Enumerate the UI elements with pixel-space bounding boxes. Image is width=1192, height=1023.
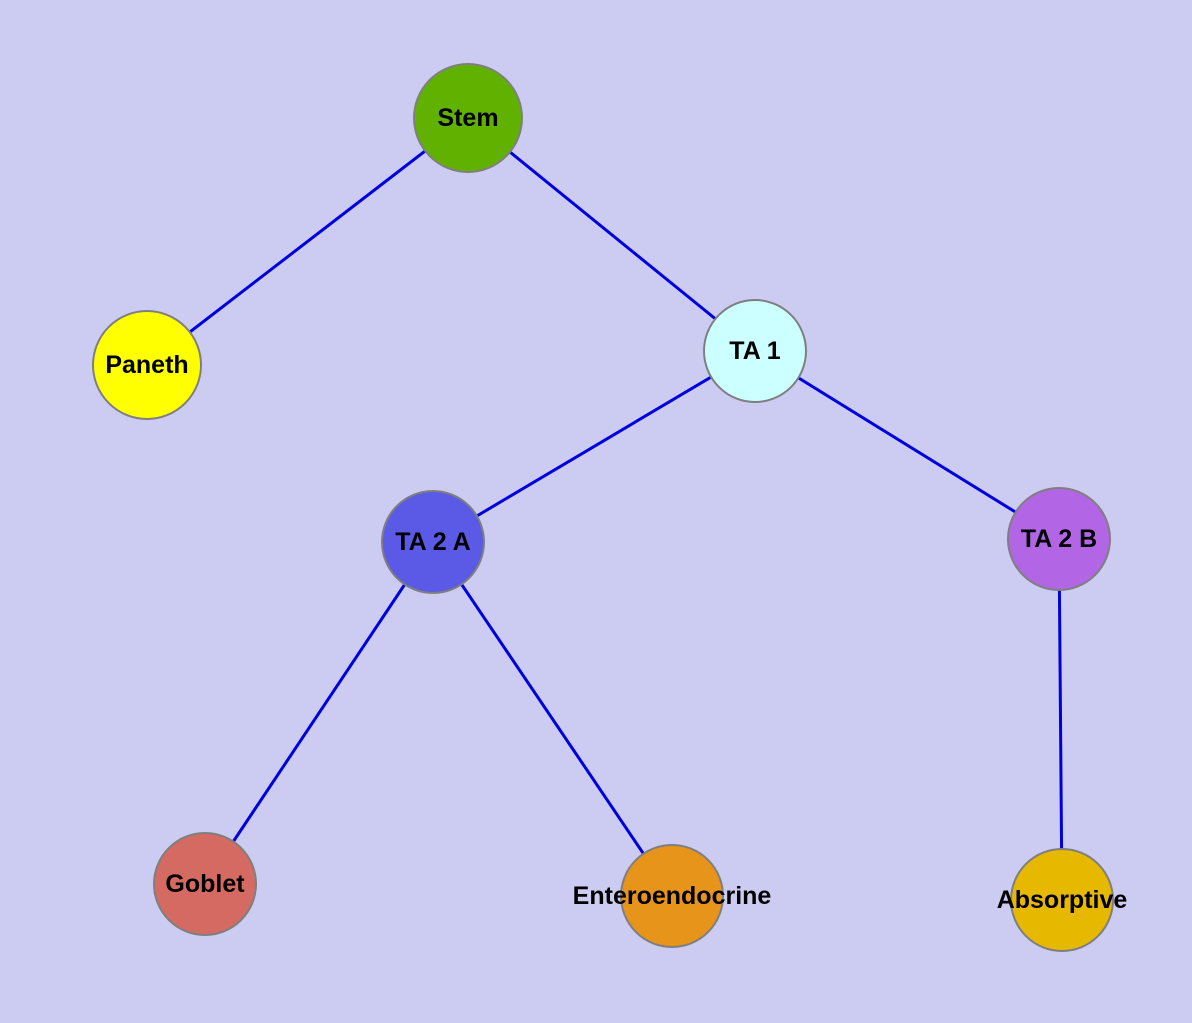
node-ta1[interactable]: TA 1 [703, 299, 807, 403]
edge-ta2a-enteroendocrine [431, 541, 674, 897]
node-label-goblet: Goblet [165, 869, 245, 898]
edge-ta1-ta2b [754, 349, 1060, 541]
node-label-absorptive: Absorptive [996, 885, 1128, 914]
node-label-ta2b: TA 2 B [1020, 524, 1098, 553]
edge-ta2a-goblet [203, 541, 435, 885]
edge-ta1-ta2a [432, 349, 756, 544]
node-paneth[interactable]: Paneth [92, 310, 202, 420]
node-label-ta1: TA 1 [729, 336, 781, 365]
node-ta2b[interactable]: TA 2 B [1007, 487, 1111, 591]
edge-stem-ta1 [467, 116, 756, 353]
node-stem[interactable]: Stem [413, 63, 523, 173]
node-absorptive[interactable]: Absorptive [997, 848, 1127, 952]
node-ta2a[interactable]: TA 2 A [381, 490, 485, 594]
node-label-enteroendocrine: Enteroendocrine [572, 881, 772, 910]
node-enteroendocrine[interactable]: Enteroendocrine [573, 844, 771, 948]
node-label-paneth: Paneth [105, 350, 189, 379]
node-label-stem: Stem [437, 103, 499, 132]
node-label-ta2a: TA 2 A [395, 527, 471, 556]
node-goblet[interactable]: Goblet [153, 832, 257, 936]
edge-ta2b-absorptive [1057, 538, 1064, 901]
edge-stem-paneth [146, 116, 469, 367]
